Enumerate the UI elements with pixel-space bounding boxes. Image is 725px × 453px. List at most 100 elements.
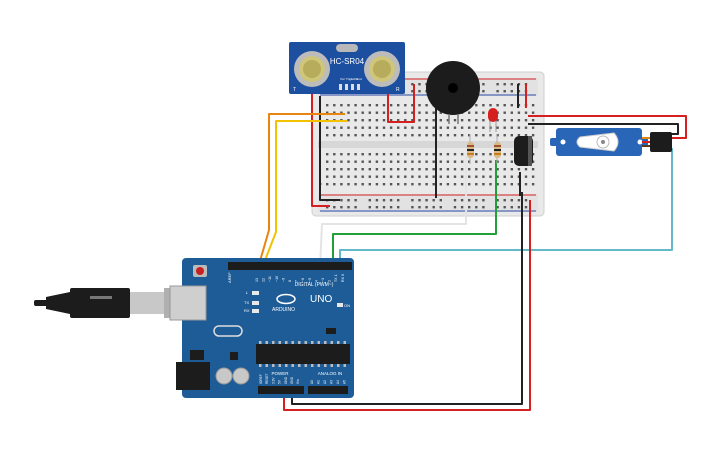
sensor-pin-label: Trig	[346, 77, 351, 81]
breadboard-hole	[446, 126, 450, 129]
breadboard-hole	[475, 134, 478, 137]
breadboard-hole	[524, 175, 528, 178]
breadboard-hole	[439, 134, 442, 137]
breadboard-hole	[496, 160, 499, 163]
chip-pin	[311, 364, 314, 367]
breadboard-hole	[496, 183, 499, 186]
rail-hole	[432, 199, 435, 202]
rail-hole	[347, 206, 350, 209]
rail-hole	[389, 206, 393, 209]
rail-hole	[411, 206, 414, 209]
breadboard-hole	[482, 111, 485, 114]
rail-hole	[468, 206, 471, 209]
breadboard-hole	[382, 104, 386, 107]
breadboard-hole	[382, 134, 386, 137]
breadboard-hole	[382, 175, 386, 178]
breadboard-hole	[475, 104, 478, 107]
breadboard-hole	[411, 183, 414, 186]
breadboard-hole	[517, 183, 521, 186]
rail-hole	[453, 206, 457, 209]
aref-label: AREF	[227, 272, 232, 283]
breadboard-hole	[418, 183, 421, 186]
rail-hole	[425, 206, 428, 209]
breadboard-hole	[326, 168, 329, 171]
breadboard-hole	[517, 175, 521, 178]
breadboard-hole	[475, 183, 478, 186]
breadboard-hole	[411, 160, 414, 163]
breadboard-hole	[418, 175, 421, 178]
rail-hole	[453, 199, 457, 202]
breadboard-hole	[375, 175, 379, 178]
breadboard-hole	[368, 183, 371, 186]
breadboard-hole	[531, 168, 535, 171]
breadboard-hole	[432, 168, 435, 171]
breadboard-hole	[354, 168, 357, 171]
breadboard-hole	[361, 134, 364, 137]
digital-pin-label: ~3	[321, 278, 325, 282]
breadboard-hole	[389, 111, 393, 114]
breadboard-hole	[496, 126, 499, 129]
breadboard-hole	[446, 175, 450, 178]
breadboard-hole	[503, 168, 506, 171]
breadboard-hole	[489, 168, 492, 171]
breadboard-hole	[382, 183, 386, 186]
breadboard-hole	[531, 183, 535, 186]
breadboard-hole	[411, 104, 414, 107]
breadboard-hole	[389, 175, 393, 178]
rail-hole	[368, 206, 371, 209]
breadboard-hole	[389, 119, 393, 122]
chip-pin	[285, 364, 288, 367]
chip-pin	[259, 364, 262, 367]
breadboard-hole	[453, 183, 457, 186]
analog-pin-label: A1	[317, 380, 321, 384]
power-pin-label: 5V	[278, 379, 282, 384]
led-label-tx: TX	[244, 300, 249, 305]
breadboard-hole	[453, 119, 457, 122]
analog-header	[308, 386, 348, 394]
breadboard-hole	[468, 168, 471, 171]
rail-hole	[418, 199, 421, 202]
analog-pin-label: A5	[343, 380, 347, 384]
power-pin-label: Vin	[296, 379, 300, 384]
breadboard-hole	[453, 160, 457, 163]
usb-port	[169, 285, 207, 321]
breadboard-hole	[524, 111, 528, 114]
breadboard-hole	[468, 134, 471, 137]
breadboard-hole	[354, 183, 357, 186]
breadboard-hole	[347, 134, 350, 137]
breadboard-hole	[397, 134, 400, 137]
sensor-corner-t: T	[293, 87, 296, 93]
breadboard-hole	[439, 168, 442, 171]
breadboard-hole	[439, 160, 442, 163]
breadboard-hole	[375, 183, 379, 186]
breadboard-hole	[375, 111, 379, 114]
breadboard-hole	[354, 153, 357, 156]
breadboard-hole	[340, 134, 343, 137]
breadboard-hole	[397, 126, 400, 129]
breadboard-hole	[347, 119, 350, 122]
breadboard-hole	[418, 168, 421, 171]
sensor-corner-r: R	[396, 87, 400, 93]
breadboard-hole	[368, 126, 371, 129]
piezo-buzzer	[426, 61, 480, 124]
breadboard-hole	[510, 119, 513, 122]
breadboard-hole	[453, 168, 457, 171]
rail-hole	[439, 206, 442, 209]
breadboard-hole	[503, 153, 506, 156]
chip-pin	[337, 364, 340, 367]
breadboard-hole	[425, 175, 428, 178]
breadboard-hole	[347, 111, 350, 114]
breadboard-hole	[503, 134, 506, 137]
ultrasonic-sensor: HC-SR04 Vcc Trig Echo Gnd T R	[289, 42, 405, 94]
power-label: POWER	[271, 371, 289, 376]
rail-hole	[496, 90, 499, 93]
breadboard-hole	[340, 168, 343, 171]
breadboard-hole	[510, 183, 513, 186]
breadboard-hole	[489, 160, 492, 163]
rail-hole	[375, 206, 379, 209]
chip-pin	[278, 341, 281, 344]
breadboard-hole	[425, 104, 428, 107]
breadboard-hole	[531, 160, 535, 163]
rail-hole	[517, 206, 521, 209]
rail-hole	[482, 90, 485, 93]
